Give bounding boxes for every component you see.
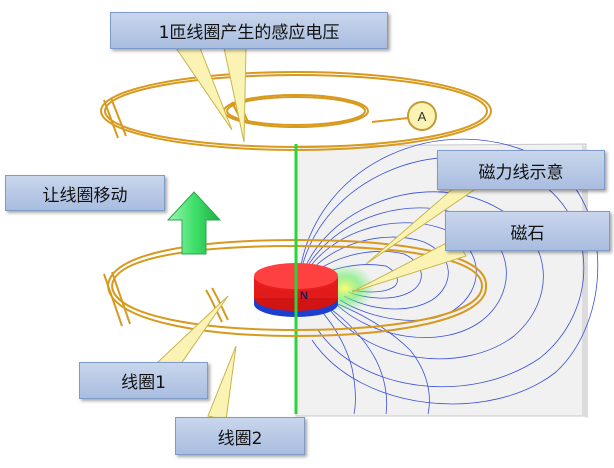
magnet-label: 磁石 [445, 211, 610, 251]
ammeter-icon [407, 101, 437, 131]
ammeter: A [371, 101, 437, 131]
up-arrow-icon [166, 191, 222, 255]
lower-coils [103, 271, 488, 338]
north-pole-label: N [300, 290, 308, 302]
coil1-label: 线圈1 [79, 362, 208, 399]
field-lines-label: 磁力线示意 [437, 150, 605, 190]
ammeter-symbol: A [418, 109, 427, 124]
move-coil-label: 让线圈移动 [5, 175, 165, 211]
coil2-label: 线圈2 [175, 417, 305, 455]
induced-voltage-label: 1匝线圈产生的感应电压 [110, 12, 388, 49]
callout-pointers [157, 47, 476, 421]
